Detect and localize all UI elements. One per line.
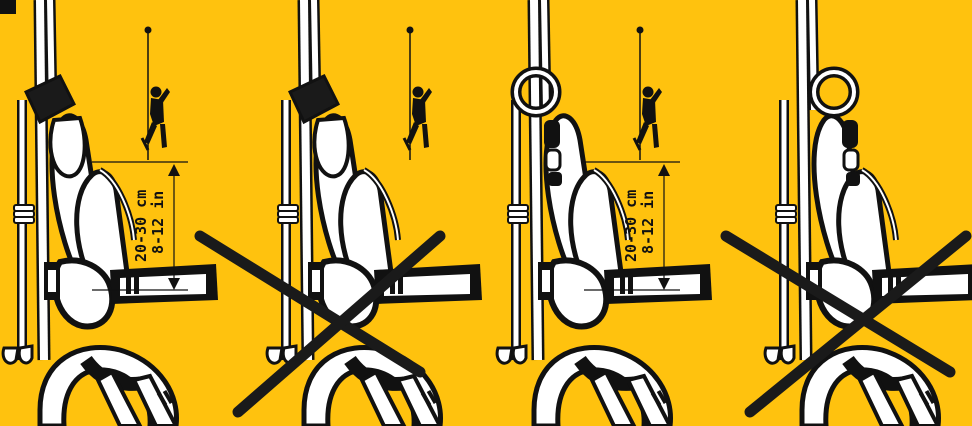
panel-4 — [726, 0, 972, 426]
climber-on-rope-icon — [142, 27, 170, 161]
climber-on-rope-icon — [404, 27, 432, 161]
dimension-imperial-label: 8-12 in — [639, 191, 657, 254]
dimension-imperial-label: 8-12 in — [149, 191, 167, 254]
corner-square-icon — [0, 0, 16, 14]
panel-2 — [200, 0, 482, 426]
climber-on-rope-icon — [634, 27, 662, 161]
dimension-metric-label: 20-30 cm — [622, 190, 640, 262]
panel-3: 20-30 cm 8-12 in — [497, 0, 712, 426]
dimension-metric-label: 20-30 cm — [132, 190, 150, 262]
panel-1: 20-30 cm 8-12 in — [3, 0, 218, 426]
